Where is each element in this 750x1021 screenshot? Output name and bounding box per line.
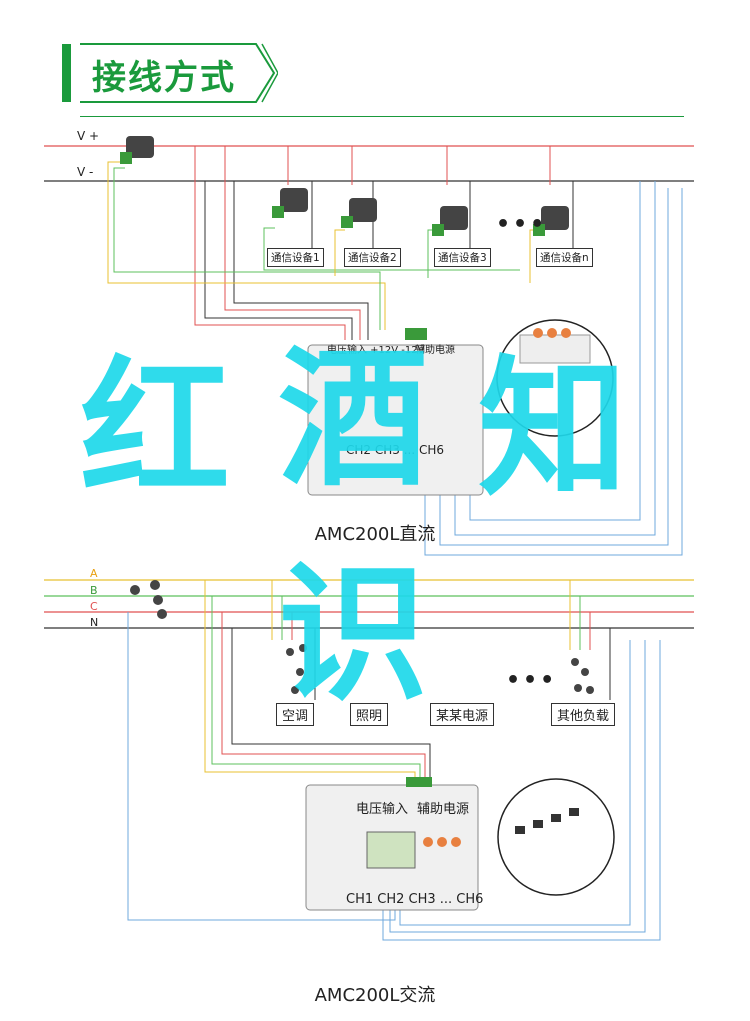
dc-ellipsis: ••• — [496, 212, 548, 237]
dc-line-vplus: V + — [77, 129, 100, 143]
title-divider — [80, 116, 684, 117]
dc-device-label: 通信设备2 — [344, 248, 401, 267]
dc-device-label: 通信设备1 — [267, 248, 324, 267]
ac-device-label: 某某电源 — [430, 703, 495, 726]
dc-device-label: 通信设备3 — [434, 248, 491, 267]
dc-line-vminus: V - — [77, 165, 94, 179]
dc-caption: AMC200L直流 — [314, 524, 436, 545]
dc-channels-label: CH2 CH3 ... CH6 — [346, 443, 444, 457]
ac-line-b: B — [90, 584, 98, 597]
ac-device-label: 其他负载 — [551, 703, 616, 726]
ac-channels-label: CH1 CH2 CH3 ... CH6 — [346, 892, 484, 907]
title-accent-bar — [62, 44, 71, 102]
ac-device-label: 照明 — [350, 703, 389, 726]
dc-device-label: 通信设备n — [536, 248, 593, 267]
ac-line-a: A — [90, 567, 98, 580]
ac-ellipsis: ••• — [506, 668, 558, 693]
ac-caption: AMC200L交流 — [314, 985, 436, 1006]
watermark-char: 识 — [278, 548, 429, 722]
page-title: 接线方式 — [92, 58, 236, 98]
ac-line-n: N — [90, 616, 99, 629]
dc-meter-voltage-label: 电压输入 +12V -12V — [327, 345, 425, 356]
watermark-char: 红 — [80, 343, 231, 517]
watermark-char: 知 — [478, 343, 629, 517]
title-frame — [80, 43, 278, 103]
dc-sensor-icon — [120, 136, 154, 164]
ac-line-c: C — [90, 600, 98, 613]
watermark-char: 酒 — [278, 333, 429, 507]
ac-device-label: 空调 — [276, 703, 315, 726]
ac-meter-aux-label: 辅助电源 — [417, 802, 470, 817]
ac-meter-voltage-label: 电压输入 — [356, 802, 409, 817]
dc-meter-aux-label: 辅助电源 — [415, 345, 455, 356]
